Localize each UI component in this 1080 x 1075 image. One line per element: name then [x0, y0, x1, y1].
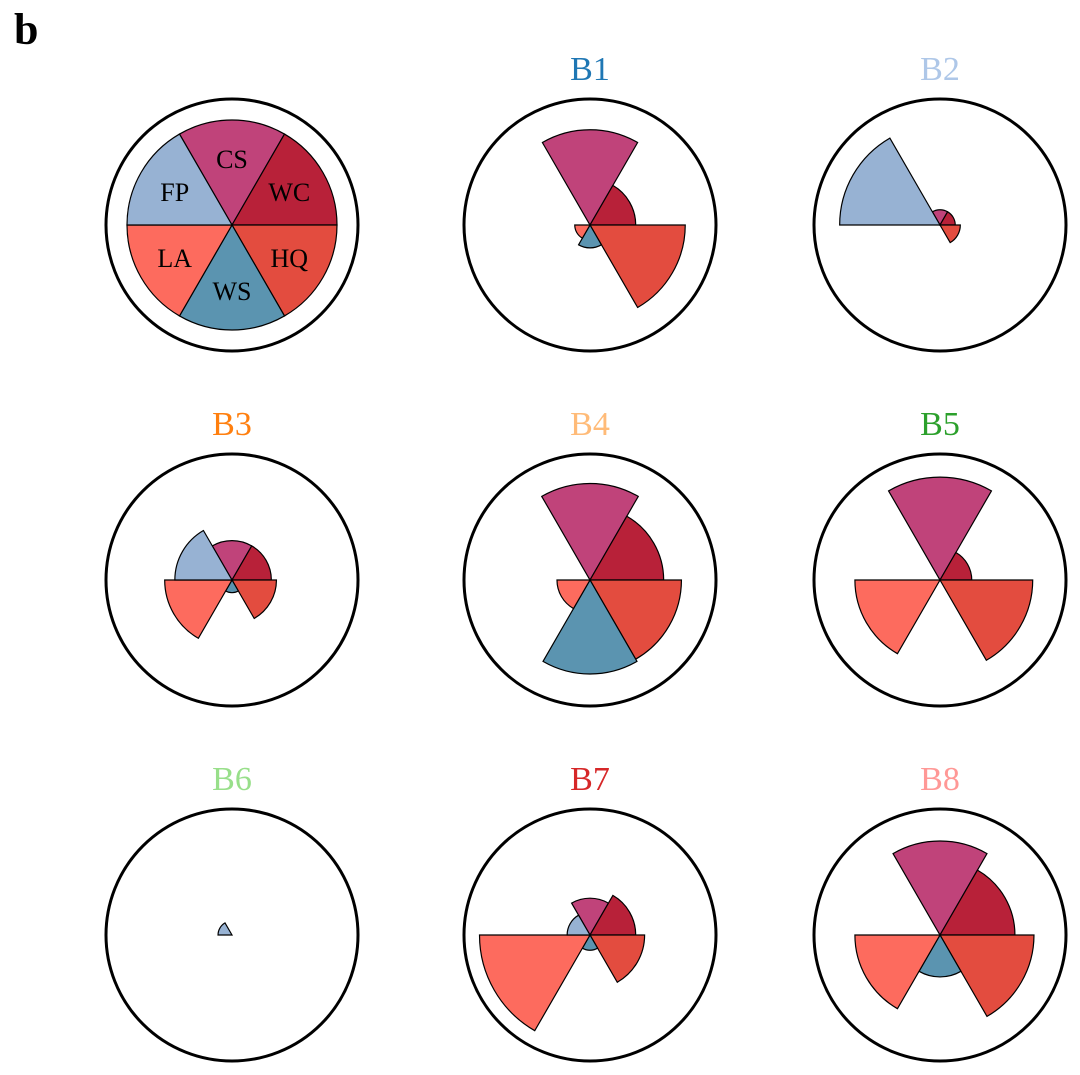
panel-label: b [14, 5, 39, 54]
wedge-b1-ws [577, 223, 603, 249]
wedge-b5-hq [938, 579, 1034, 662]
wedge-b1-cs [541, 129, 639, 227]
legend-wedge-hq [230, 224, 338, 317]
rose-chart-b3: B3 [104, 406, 360, 708]
rose-chart-b5: B5 [812, 406, 1068, 708]
wedge-b4-wc [588, 515, 665, 581]
legend-wedge-wc [230, 133, 338, 226]
wedge-b7-la [478, 934, 592, 1032]
outer-circle-b8 [812, 807, 1068, 1063]
wedge-b3-hq [230, 579, 278, 620]
outer-circle-b5 [812, 452, 1068, 708]
legend-wedge-ws [178, 223, 286, 331]
wedge-b8-cs [892, 840, 988, 937]
legend-wedge-la [126, 224, 234, 317]
wedge-b1-la [574, 224, 592, 240]
wedge-b6-fp [217, 922, 234, 936]
chart-title-b8: B8 [920, 761, 960, 798]
wedge-b5-cs [887, 476, 993, 582]
rose-chart-b1: B1 [462, 51, 718, 353]
legend-outer-circle [104, 97, 360, 353]
outer-circle-b1 [462, 97, 718, 353]
wedge-b8-hq [938, 934, 1035, 1018]
rose-chart-b7: B7 [462, 761, 718, 1063]
rose-chart-b4: B4 [462, 406, 718, 708]
wedge-b1-wc [588, 184, 637, 226]
chart-title-b4: B4 [570, 406, 610, 443]
wedge-b8-ws [918, 933, 962, 978]
legend-label-la: LA [157, 244, 192, 273]
wedge-b4-la [556, 579, 592, 610]
chart-title-b3: B3 [212, 406, 252, 443]
legend-wheel: CS WC HQ WS LA FP [104, 97, 360, 353]
wedge-b3-fp [174, 529, 234, 581]
outer-circle-b4 [462, 452, 718, 708]
wedge-b5-la [854, 579, 942, 655]
wedge-b7-hq [588, 934, 646, 984]
rose-chart-b8: B8 [812, 761, 1068, 1063]
wedge-b2-hq [938, 224, 961, 244]
wedge-b2-fp [839, 137, 942, 226]
wedge-b3-la [164, 579, 234, 640]
legend-label-wc: WC [268, 178, 310, 207]
wedge-b7-wc [588, 894, 637, 936]
legend-label-fp: FP [160, 178, 189, 207]
legend-label-ws: WS [213, 277, 252, 306]
rose-chart-b6: B6 [104, 761, 360, 1063]
outer-circle-b2 [812, 97, 1068, 353]
wedge-b8-la [854, 934, 942, 1010]
outer-circle-b6 [104, 807, 360, 1063]
legend-label-cs: CS [216, 145, 248, 174]
legend-label-hq: HQ [271, 244, 309, 273]
chart-title-b5: B5 [920, 406, 960, 443]
outer-circle-b3 [104, 452, 360, 708]
chart-title-b2: B2 [920, 51, 960, 88]
wedge-b8-wc [938, 869, 1016, 936]
wedge-b4-cs [540, 482, 640, 582]
wedge-b4-hq [588, 579, 683, 661]
chart-title-b1: B1 [570, 51, 610, 88]
rose-chart-b2: B2 [812, 51, 1068, 353]
chart-title-b6: B6 [212, 761, 252, 798]
wedge-b1-hq [588, 224, 686, 309]
legend-wedge-fp [126, 133, 234, 226]
chart-title-b7: B7 [570, 761, 610, 798]
wedge-b7-fp [566, 914, 592, 936]
outer-circle-b7 [462, 807, 718, 1063]
legend-wedge-cs [178, 119, 286, 227]
wedge-b4-ws [542, 578, 638, 675]
